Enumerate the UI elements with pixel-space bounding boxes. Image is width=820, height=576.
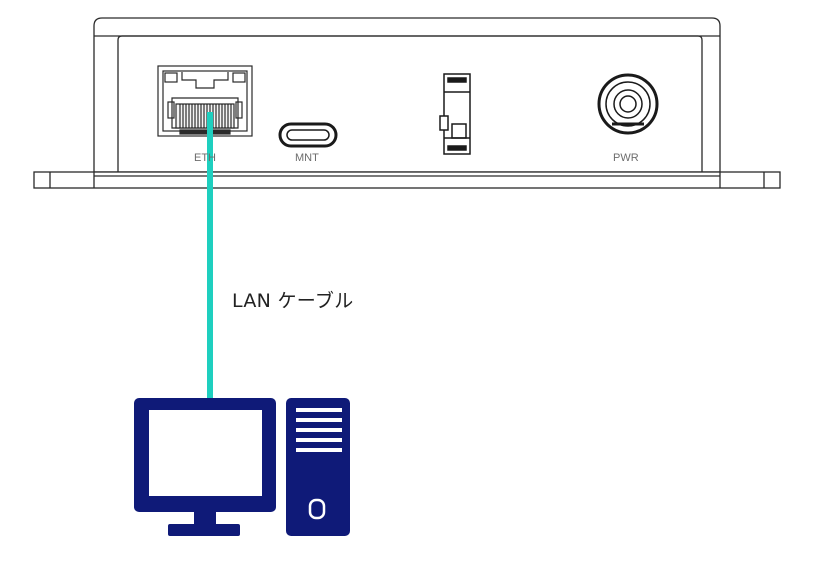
device-housing [33, 17, 781, 189]
terminal-connector [439, 73, 471, 155]
power-button-icon [308, 498, 326, 520]
mounting-flange [33, 171, 781, 189]
computer-icon [134, 398, 350, 536]
mnt-port-label: MNT [295, 152, 319, 164]
monitor-icon [134, 398, 276, 536]
pc-tower-icon [286, 398, 350, 536]
mnt-usb-c-port [278, 122, 338, 148]
pwr-dc-jack [597, 73, 659, 135]
eth-port-label: ETH [194, 152, 216, 164]
pwr-port-label: PWR [613, 152, 639, 164]
device-body [93, 17, 721, 173]
eth-port [157, 65, 253, 137]
cable-label: LAN ケーブル [232, 290, 354, 312]
